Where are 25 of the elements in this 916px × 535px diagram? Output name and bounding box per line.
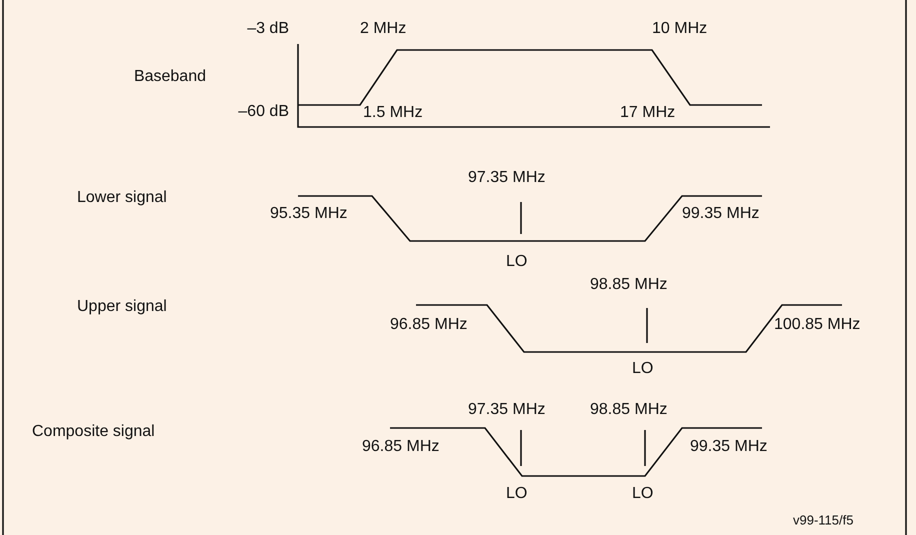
frequency-label: 100.85 MHz	[774, 316, 860, 334]
frequency-label: LO	[506, 484, 528, 504]
frequency-label: 2 MHz	[360, 20, 406, 38]
row-label: Lower signal	[77, 188, 167, 208]
frequency-label: LO	[506, 252, 528, 272]
frequency-label: LO	[632, 360, 654, 378]
level-label: –3 dB	[247, 20, 289, 38]
figure-id: v99-115/f5	[793, 514, 854, 528]
row-label: Upper signal	[77, 298, 167, 316]
frequency-label: 1.5 MHz	[363, 104, 423, 122]
level-label: –60 dB	[238, 102, 289, 122]
frequency-label: 99.35 MHz	[682, 204, 760, 224]
row-label: Baseband	[134, 68, 206, 86]
frequency-label: 97.35 MHz	[468, 400, 546, 420]
frequency-label: 96.85 MHz	[362, 438, 440, 456]
row-label: Composite signal	[32, 422, 155, 442]
frequency-label: 98.85 MHz	[590, 400, 668, 420]
frequency-label: 97.35 MHz	[468, 168, 546, 188]
frequency-label: 17 MHz	[620, 104, 676, 122]
frequency-label: 95.35 MHz	[270, 204, 348, 224]
frequency-label: 96.85 MHz	[390, 316, 468, 334]
frequency-label: 99.35 MHz	[690, 438, 768, 456]
frequency-label: 98.85 MHz	[590, 276, 668, 294]
frequency-label: 10 MHz	[652, 20, 708, 38]
frequency-label: LO	[632, 484, 654, 504]
